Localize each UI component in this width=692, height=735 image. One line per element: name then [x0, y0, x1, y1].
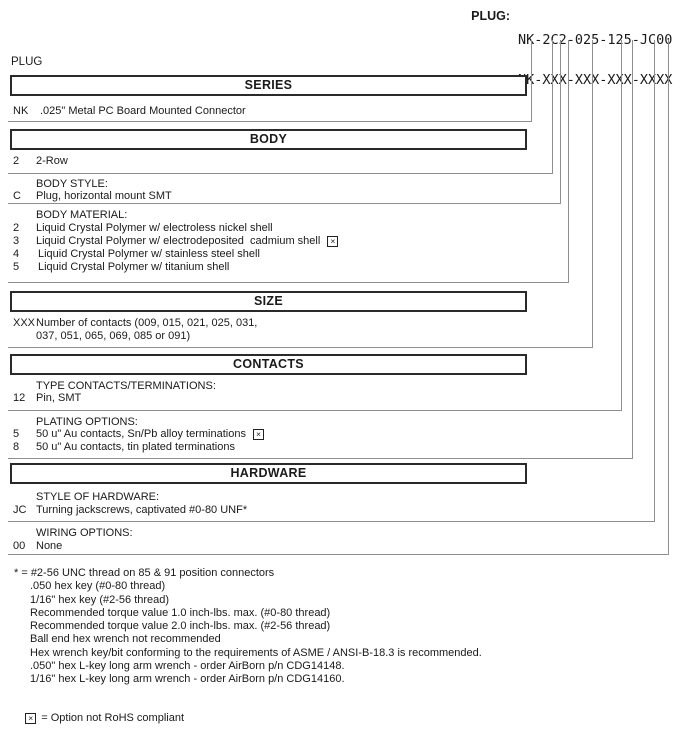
option-desc: Liquid Crystal Polymer w/ electroless ni… [36, 222, 273, 234]
size-code: XXX [13, 317, 36, 329]
footnote-line: .050" hex L-key long arm wrench - order … [30, 660, 345, 673]
not-rohs-icon: × [327, 236, 339, 247]
plating-option: 5 50 u" Au contacts, Sn/Pb alloy termina… [0, 428, 600, 441]
body-row-code: 2 [13, 155, 20, 167]
contacts-type-code: 12 [13, 392, 26, 404]
plating-option: 8 50 u" Au contacts, tin plated terminat… [0, 441, 600, 454]
option-desc-text: Liquid Crystal Polymer w/ electrodeposit… [36, 235, 321, 247]
option-desc-text: 50 u" Au contacts, Sn/Pb alloy terminati… [36, 428, 246, 440]
series-desc: .025" Metal PC Board Mounted Connector [40, 105, 246, 117]
section-header-contacts: CONTACTS [10, 354, 527, 375]
option-code: 4 [13, 248, 20, 260]
plating-label: PLATING OPTIONS: [36, 416, 138, 428]
contacts-type-label: TYPE CONTACTS/TERMINATIONS: [36, 380, 216, 392]
not-rohs-icon: × [25, 713, 37, 724]
footnote-line: Recommended torque value 1.0 inch-lbs. m… [30, 606, 331, 619]
body-row-desc: 2-Row [36, 155, 68, 167]
contacts-type-label-row: TYPE CONTACTS/TERMINATIONS: [0, 380, 600, 393]
option-code: 8 [13, 441, 20, 453]
body-material-option: 3 Liquid Crystal Polymer w/ electrodepos… [0, 235, 600, 248]
wiring-row: 00 None [0, 540, 600, 553]
option-desc: Liquid Crystal Polymer w/ electrodeposit… [36, 235, 339, 247]
body-material-option: 5 Liquid Crystal Polymer w/ titanium she… [0, 261, 600, 274]
footnotes: * = #2-56 UNC thread on 85 & 91 position… [14, 567, 482, 687]
contacts-type-desc: Pin, SMT [36, 392, 82, 404]
footnote-line: .050 hex key (#0-80 thread) [30, 580, 166, 593]
footnote-line: Ball end hex wrench not recommended [30, 633, 221, 646]
body-material-option: 2 Liquid Crystal Polymer w/ electroless … [0, 222, 600, 235]
rohs-legend: × = Option not RoHS compliant [13, 700, 184, 735]
body-style-label-row: BODY STYLE: [0, 178, 600, 191]
hardware-style-row: JC Turning jackscrews, captivated #0-80 … [0, 504, 600, 517]
rohs-legend-text: = Option not RoHS compliant [41, 712, 185, 724]
section-header-hardware: HARDWARE [10, 463, 527, 484]
body-style-row: C Plug, horizontal mount SMT [0, 190, 600, 203]
option-code: 2 [13, 222, 20, 234]
wiring-desc: None [36, 540, 63, 552]
part-number-label: PLUG: [471, 9, 510, 23]
option-desc: Liquid Crystal Polymer w/ stainless stee… [38, 248, 260, 260]
option-desc: Liquid Crystal Polymer w/ titanium shell [38, 261, 230, 273]
body-material-label: BODY MATERIAL: [36, 209, 128, 221]
option-desc: 50 u" Au contacts, tin plated terminatio… [36, 441, 235, 453]
part-number-mask: NK-XXX-XXX-XXX-XXXX [518, 72, 673, 89]
hardware-style-desc: Turning jackscrews, captivated #0-80 UNF… [36, 504, 248, 516]
part-number-block: NK-2C2-025-125-JC00 NK-XXX-XXX-XXX-XXXX [518, 7, 672, 114]
wiring-label-row: WIRING OPTIONS: [0, 527, 600, 540]
footnote-line: Hex wrench key/bit conforming to the req… [30, 646, 482, 659]
option-code: 3 [13, 235, 20, 247]
section-header-body: BODY [10, 129, 527, 150]
body-style-desc: Plug, horizontal mount SMT [36, 190, 172, 202]
not-rohs-icon: × [252, 429, 264, 440]
hardware-style-code: JC [13, 504, 27, 516]
size-desc-line1: Number of contacts (009, 015, 021, 025, … [36, 317, 258, 329]
series-row: NK .025" Metal PC Board Mounted Connecto… [0, 105, 600, 118]
section-header-series: SERIES [10, 75, 527, 96]
option-desc: 50 u" Au contacts, Sn/Pb alloy terminati… [36, 428, 264, 440]
size-row-continued: 037, 051, 065, 069, 085 or 091) [0, 330, 600, 343]
option-code: 5 [13, 261, 20, 273]
option-code: 5 [13, 428, 20, 440]
footnote-line: 1/16" hex key (#2-56 thread) [30, 593, 170, 606]
hardware-style-label-row: STYLE OF HARDWARE: [0, 491, 600, 504]
hardware-style-label: STYLE OF HARDWARE: [36, 491, 160, 503]
wiring-code: 00 [13, 540, 26, 552]
body-style-label: BODY STYLE: [36, 178, 108, 190]
body-material-option: 4 Liquid Crystal Polymer w/ stainless st… [0, 248, 600, 261]
body-style-code: C [13, 190, 21, 202]
footnote-line: * = #2-56 UNC thread on 85 & 91 position… [14, 567, 275, 579]
body-row: 2 2-Row [0, 155, 600, 168]
diagram-plug-label: PLUG [11, 56, 43, 68]
size-desc-line2: 037, 051, 065, 069, 085 or 091) [36, 330, 191, 342]
contacts-type-row: 12 Pin, SMT [0, 392, 600, 405]
footnote-line: Recommended torque value 2.0 inch-lbs. m… [30, 620, 331, 633]
size-row: XXX Number of contacts (009, 015, 021, 0… [0, 317, 600, 330]
footnote-line: 1/16" hex L-key long arm wrench - order … [30, 673, 345, 686]
series-code: NK [13, 105, 29, 117]
body-material-label-row: BODY MATERIAL: [0, 209, 600, 222]
wiring-label: WIRING OPTIONS: [36, 527, 133, 539]
plating-label-row: PLATING OPTIONS: [0, 416, 600, 429]
part-number-example: NK-2C2-025-125-JC00 [518, 31, 673, 48]
section-header-size: SIZE [10, 291, 527, 312]
